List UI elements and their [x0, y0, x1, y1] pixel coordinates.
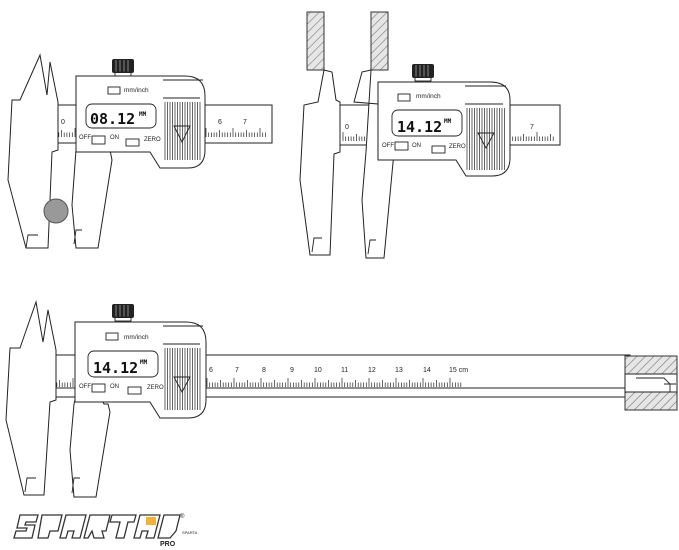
caliper-3-scale-number-8: 8: [262, 367, 266, 374]
caliper-1-fixed-jaw: [7, 53, 59, 249]
caliper-1-on-off-button: [91, 135, 106, 145]
caliper-3-grip-lines: [164, 348, 201, 410]
caliper-3-scale-number-12: 12: [368, 367, 376, 374]
logo-wordmark: SPARTA: [182, 530, 198, 535]
caliper-2-scale-number-0: 0: [345, 124, 349, 131]
caliper-2-off-label: OFF: [382, 143, 394, 149]
caliper-3-depth-measurement: 0 6 7 8 9 10 11 12 13 14 15 cm mm/: [5, 300, 678, 498]
caliper-2-lcd-value: 14.12: [397, 118, 442, 136]
logo-registered-mark: ®: [180, 513, 185, 520]
caliper-3-scale-number-14: 14: [423, 367, 431, 374]
caliper-1-lcd-screen: [85, 103, 157, 129]
caliper-1-off-label: OFF: [79, 135, 91, 141]
caliper-3-scale-number-15: 15 cm: [449, 367, 468, 374]
sparta-logo-letter-shapes: [13, 514, 181, 539]
caliper-2-fixed-jaw: [299, 69, 341, 256]
caliper-3-scale-number-13: 13: [395, 367, 403, 374]
caliper-1-lcd-unit: MM: [139, 111, 147, 118]
caliper-3-thumb-wheel: [112, 304, 134, 318]
caliper-3-off-label: OFF: [79, 384, 91, 390]
caliper-3-slider-body: [74, 321, 207, 419]
caliper-3-zero-label: ZERO: [147, 385, 164, 391]
caliper-1-scale-number-7: 7: [243, 119, 247, 126]
caliper-2-lcd-unit: MM: [444, 118, 452, 125]
caliper-3-scale-number-10: 10: [314, 367, 322, 374]
caliper-2-scale-number-7: 7: [530, 124, 534, 131]
caliper-3-mm-inch-label: mm/inch: [124, 334, 149, 341]
caliper-3-scale-number-11: 11: [341, 367, 348, 374]
caliper-3-lcd-screen: [87, 350, 159, 378]
caliper-3-lcd-value: 14.12: [93, 359, 138, 377]
sparta-logo-accent: [146, 517, 156, 525]
caliper-1-scale-number-6: 6: [218, 119, 222, 126]
caliper-1-mm-inch-button: [107, 86, 121, 95]
caliper-3-scale-number-9: 9: [290, 367, 294, 374]
caliper-2-pointer: [477, 132, 495, 149]
caliper-1-zero-label: ZERO: [144, 137, 161, 143]
caliper-2-on-off-button: [394, 141, 409, 151]
caliper-2-grip-lines: [466, 108, 505, 170]
caliper-2-on-label: ON: [412, 143, 421, 149]
caliper-2-lcd-screen: [391, 109, 463, 137]
caliper-3-mm-inch-button: [105, 332, 119, 341]
caliper-1-scale-number-0: 0: [61, 119, 65, 126]
caliper-2-mm-inch-button: [397, 93, 411, 102]
sparta-pro-logo: SPARTA PRO ®: [13, 513, 198, 548]
caliper-2-zero-label: ZERO: [449, 144, 466, 150]
caliper-3-scale-number-6: 6: [209, 367, 213, 374]
caliper-1-outside-measurement: 0 6 7 mm/inch 08.12 MM OFF ON: [7, 53, 273, 249]
caliper-3-workpiece-top: [624, 355, 678, 375]
caliper-1-grip-lines: [164, 102, 201, 160]
caliper-1-lcd-value: 08.12: [90, 110, 135, 128]
caliper-3-workpiece-bottom: [624, 391, 678, 411]
caliper-3-pointer: [173, 376, 191, 393]
caliper-1-thumb-wheel: [112, 59, 134, 73]
caliper-1-mm-inch-label: mm/inch: [124, 87, 149, 94]
caliper-1-round-object: [43, 198, 69, 224]
caliper-3-scale-number-7: 7: [235, 367, 239, 374]
caliper-2-zero-button: [431, 145, 446, 154]
caliper-1-pointer: [173, 125, 191, 144]
caliper-1-sliding-jaw: [71, 139, 113, 249]
caliper-2-inside-measurement: 0 1 7 mm/inch 14.12 MM OFF ON ZERO: [299, 11, 561, 259]
caliper-3-zero-button: [127, 386, 142, 395]
logo-pro-label: PRO: [160, 541, 176, 548]
caliper-3-on-off-button: [91, 383, 106, 393]
caliper-1-zero-button: [125, 138, 140, 147]
caliper-1-on-label: ON: [110, 135, 119, 141]
caliper-3-sliding-jaw: [69, 395, 111, 498]
caliper-3-lcd-unit: MM: [140, 359, 148, 366]
caliper-2-mm-inch-label: mm/inch: [416, 93, 441, 100]
caliper-3-on-label: ON: [110, 384, 119, 390]
caliper-3-fixed-jaw: [5, 300, 57, 496]
caliper-2-workpiece-left-wall: [306, 11, 325, 71]
caliper-2-thumb-wheel: [412, 64, 434, 78]
caliper-2-workpiece-right-wall: [370, 11, 389, 71]
